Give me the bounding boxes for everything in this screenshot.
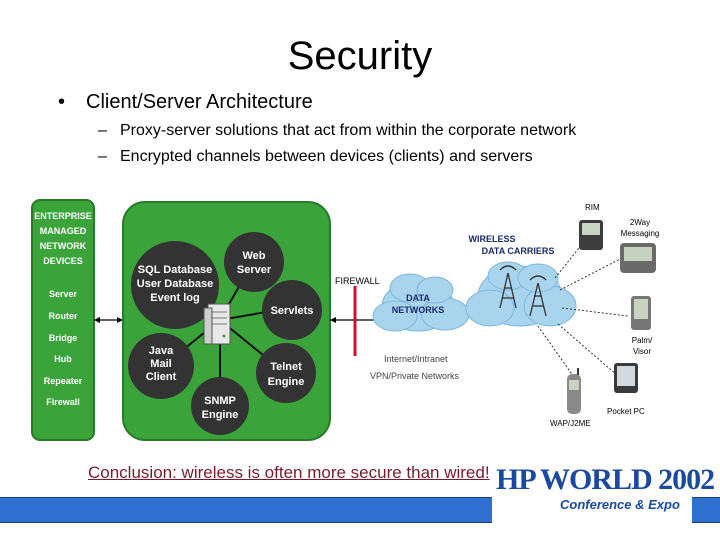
node-label: Event log: [150, 292, 200, 304]
logo-main: HP WORLD 2002: [496, 463, 715, 497]
logo-subtitle: Conference & Expo: [560, 497, 680, 512]
node-label: Servlets: [271, 305, 314, 317]
sub-bullet: –Proxy-server solutions that act from wi…: [98, 122, 577, 139]
slide-title: Security: [287, 34, 433, 78]
panel-heading-line: DEVICES: [43, 256, 83, 266]
pocket-pc-icon: [614, 363, 638, 393]
java-mail-node: [128, 333, 194, 399]
node-label: Engine: [202, 409, 239, 421]
server-tower-icon: [203, 303, 231, 345]
palm-label: Visor: [633, 347, 651, 356]
telnet-node: [256, 343, 316, 403]
arrow-head: [117, 317, 123, 323]
node-label: Telnet: [270, 361, 302, 373]
logo-year: 2002: [658, 463, 715, 496]
arrow-head: [94, 317, 100, 323]
conclusion-text: Conclusion: wireless is often more secur…: [88, 463, 490, 482]
sub-bullet-text: Encrypted channels between devices (clie…: [120, 148, 533, 165]
logo-brand: HP WORLD: [496, 463, 653, 496]
sub-bullet: –Encrypted channels between devices (cli…: [98, 148, 533, 165]
servlets-node: [262, 280, 322, 340]
web-server-node: [224, 232, 284, 292]
antenna-icon: [499, 265, 517, 309]
architecture-diagram: ENTERPRISE MANAGED NETWORK DEVICES Serve…: [31, 199, 660, 441]
database-node: [131, 241, 219, 329]
data-networks-label: NETWORKS: [392, 305, 445, 315]
antenna-icon: [529, 275, 547, 317]
node-label: Mail: [150, 358, 171, 370]
palm-device-icon: [631, 296, 651, 330]
device-item-bridge: Bridge: [49, 333, 78, 343]
node-label: Server: [237, 264, 272, 276]
wap-phone-icon: [567, 368, 581, 414]
device-item-firewall: Firewall: [46, 397, 80, 407]
two-way-label: 2Way: [630, 218, 650, 227]
vpn-label: VPN/Private Networks: [370, 371, 460, 381]
node-label: SNMP: [204, 395, 236, 407]
wireless-carriers-cloud: [465, 261, 577, 327]
wireless-carriers-label: DATA CARRIERS: [482, 246, 555, 256]
panel-heading-line: ENTERPRISE: [34, 211, 92, 221]
sub-bullet-text: Proxy-server solutions that act from wit…: [120, 122, 577, 139]
internet-label: Internet/Intranet: [384, 354, 448, 364]
wireless-carriers-label: WIRELESS: [468, 234, 515, 244]
palm-label: Palm/: [632, 336, 653, 345]
hp-world-logo: HP WORLD 2002 Conference & Expo: [492, 461, 715, 531]
device-item-repeater: Repeater: [44, 376, 83, 386]
arrow-head: [330, 317, 336, 323]
two-way-device-icon: [620, 243, 656, 273]
rim-label: RIM: [585, 203, 600, 212]
device-item-router: Router: [49, 311, 78, 321]
pocket-pc-label: Pocket PC: [607, 407, 645, 416]
node-label: Web: [242, 250, 265, 262]
node-label: Client: [146, 371, 177, 383]
main-bullet-text: Client/Server Architecture: [86, 91, 313, 113]
node-label: Java: [149, 345, 174, 357]
snmp-node: [191, 377, 249, 435]
firewall-label: FIREWALL: [335, 276, 380, 286]
two-way-label: Messaging: [621, 229, 660, 238]
node-label: SQL Database: [138, 264, 212, 276]
node-label: User Database: [137, 278, 213, 290]
device-item-server: Server: [49, 289, 78, 299]
node-label: Engine: [268, 376, 305, 388]
panel-heading-line: MANAGED: [40, 226, 87, 236]
main-bullet: •Client/Server Architecture: [58, 91, 313, 113]
wap-label: WAP/J2ME: [550, 419, 591, 428]
device-item-hub: Hub: [54, 354, 72, 364]
panel-heading-line: NETWORK: [40, 241, 87, 251]
rim-device-icon: [579, 220, 603, 250]
data-networks-label: DATA: [406, 293, 430, 303]
